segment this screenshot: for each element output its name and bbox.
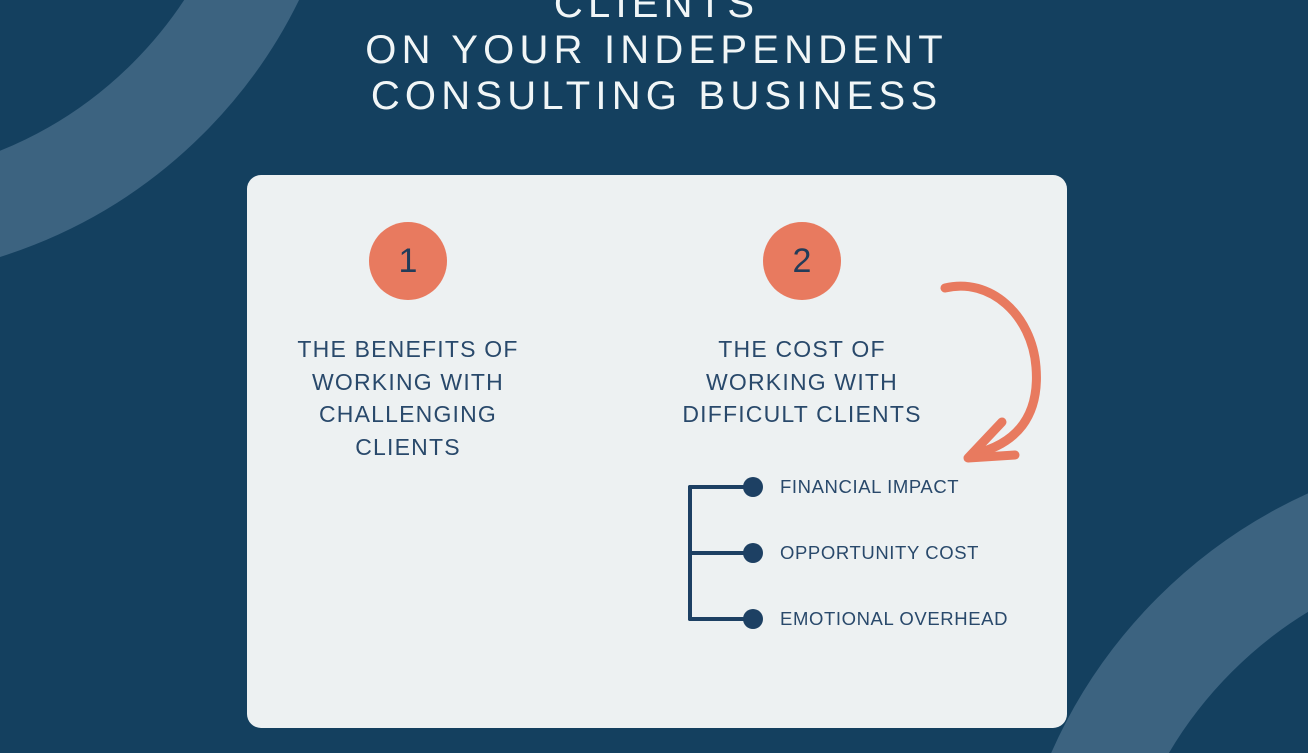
page-title-line: CLIENTS (553, 0, 760, 26)
list-item-opportunity-cost: OPPORTUNITY COST (780, 542, 980, 563)
ring-arc-bottom-right-icon (1052, 493, 1308, 753)
heading-line: DIFFICULT CLIENTS (682, 401, 922, 427)
list-item-financial-impact: FINANCIAL IMPACT (780, 476, 960, 497)
list-item-emotional-overhead: EMOTIONAL OVERHEAD (780, 608, 1009, 629)
bracket-branch-line (688, 485, 751, 489)
section-1-number: 1 (398, 241, 418, 280)
curved-arrow-down-left-icon (940, 281, 1041, 463)
heading-line: THE BENEFITS OF (297, 336, 519, 362)
content-card: 1 THE BENEFITS OF WORKING WITH CHALLENGI… (247, 175, 1067, 728)
section-1-heading: THE BENEFITS OF WORKING WITH CHALLENGING… (248, 333, 568, 463)
bracket-branch-line (688, 617, 751, 621)
section-2-number: 2 (792, 241, 812, 280)
bullet-dot-icon (743, 543, 763, 563)
bullet-dot-icon (743, 609, 763, 629)
section-1-number-badge: 1 (369, 222, 447, 300)
heading-line: THE COST OF (718, 336, 886, 362)
page-title-line: CONSULTING BUSINESS (370, 74, 943, 118)
heading-line: WORKING WITH (706, 368, 898, 395)
page-title: CLIENTS ON YOUR INDEPENDENT CONSULTING B… (0, 0, 1308, 119)
bullet-dot-icon (743, 477, 763, 497)
heading-line: WORKING WITH (312, 368, 504, 395)
heading-line: CHALLENGING (318, 401, 498, 427)
bracket-branch-line (688, 551, 751, 555)
section-2-heading: THE COST OF WORKING WITH DIFFICULT CLIEN… (642, 333, 962, 431)
heading-line: CLIENTS (355, 433, 461, 460)
page-title-line: ON YOUR INDEPENDENT (365, 28, 948, 72)
section-2-number-badge: 2 (763, 222, 841, 300)
